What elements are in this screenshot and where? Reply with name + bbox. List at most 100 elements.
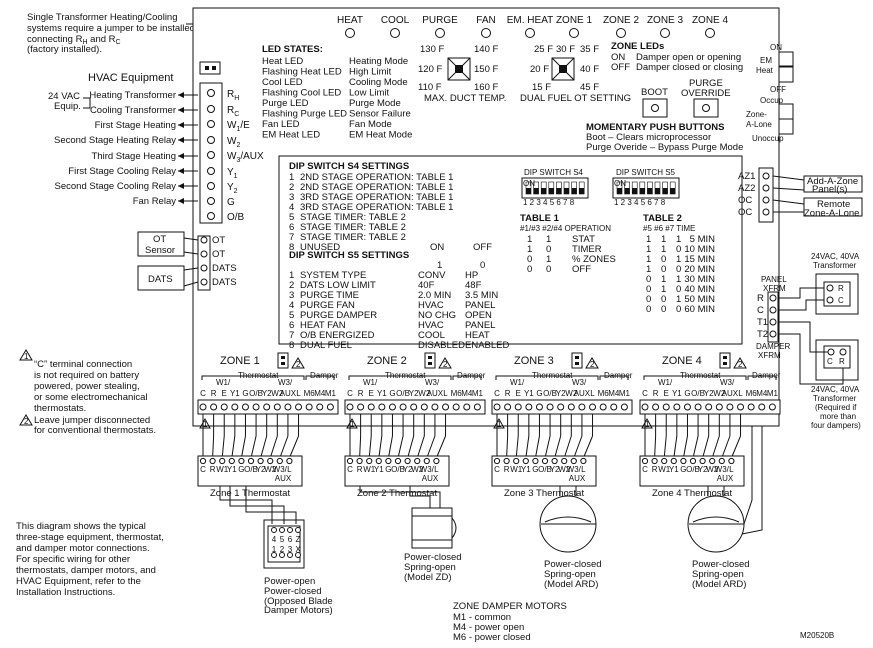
zone-terminal[interactable] bbox=[305, 403, 313, 411]
equipment-terminal[interactable] bbox=[207, 212, 215, 220]
zone-terminal[interactable] bbox=[758, 403, 766, 411]
zone-terminal[interactable] bbox=[737, 403, 745, 411]
svg-text:Remote: Remote bbox=[817, 199, 850, 210]
zone-terminal[interactable] bbox=[210, 403, 218, 411]
equipment-terminal[interactable] bbox=[207, 167, 215, 175]
zone-terminal[interactable] bbox=[316, 403, 324, 411]
zone-terminal[interactable] bbox=[284, 403, 292, 411]
zone-terminal[interactable] bbox=[589, 403, 597, 411]
equipment-terminal[interactable] bbox=[207, 89, 215, 97]
zone-terminal[interactable] bbox=[431, 403, 439, 411]
zone-terminal[interactable] bbox=[747, 403, 755, 411]
max-duct-temp-dial[interactable]: 130 F 140 F 120 F 150 F 110 F 160 F MAX.… bbox=[418, 44, 506, 104]
svg-text:3RD STAGE OPERATION: TABLE 1: 3RD STAGE OPERATION: TABLE 1 bbox=[300, 202, 453, 213]
zone-terminal[interactable] bbox=[694, 403, 702, 411]
zone-terminal[interactable] bbox=[504, 403, 512, 411]
led-label: EM. HEAT bbox=[507, 15, 553, 26]
zone-terminal[interactable] bbox=[241, 403, 249, 411]
dual-fuel-dial[interactable]: 25 F 30 F 35 F 20 F 40 F 15 F 45 F DUAL … bbox=[520, 44, 631, 104]
zone-terminal[interactable] bbox=[273, 403, 281, 411]
max-duct-temp-title: MAX. DUCT TEMP. bbox=[424, 93, 506, 104]
svg-text:R: R bbox=[211, 389, 217, 398]
zone-leds-title: ZONE LEDs bbox=[611, 41, 664, 52]
svg-text:C: C bbox=[347, 465, 353, 474]
sensor-terminal[interactable] bbox=[200, 236, 208, 244]
zone-terminal[interactable] bbox=[768, 403, 776, 411]
zone-terminal[interactable] bbox=[452, 403, 460, 411]
sensor-terminal[interactable] bbox=[200, 250, 208, 258]
right-terminal[interactable] bbox=[762, 196, 770, 204]
zone-a-lone-switch[interactable]: Occup Zone- A-Lone Unoccup bbox=[746, 96, 794, 143]
xfrm-terminal[interactable] bbox=[769, 318, 777, 326]
zone-terminal[interactable] bbox=[610, 403, 618, 411]
em-heat-switch[interactable]: ON EM Heat OFF bbox=[756, 43, 794, 94]
zone-terminal[interactable] bbox=[326, 403, 334, 411]
svg-text:L: L bbox=[287, 465, 292, 474]
zone-terminal[interactable] bbox=[252, 403, 260, 411]
zone-terminal[interactable] bbox=[715, 403, 723, 411]
zone-jumper[interactable] bbox=[424, 352, 436, 369]
zone-terminal[interactable] bbox=[295, 403, 303, 411]
dip-switch-s5[interactable]: DIP SWITCH S5 ON 1 2 3 4 5 6 7 8 bbox=[612, 168, 680, 207]
zone-terminal[interactable] bbox=[442, 403, 450, 411]
right-terminal[interactable] bbox=[762, 184, 770, 192]
zone-terminal[interactable] bbox=[493, 403, 501, 411]
equipment-terminal[interactable] bbox=[207, 182, 215, 190]
zone-terminal[interactable] bbox=[673, 403, 681, 411]
zone-terminal[interactable] bbox=[641, 403, 649, 411]
zone-terminal[interactable] bbox=[726, 403, 734, 411]
zone-terminal[interactable] bbox=[378, 403, 386, 411]
zone-terminal[interactable] bbox=[263, 403, 271, 411]
rh-rc-jumper[interactable] bbox=[199, 61, 221, 75]
zone-terminal[interactable] bbox=[357, 403, 365, 411]
zone-terminal[interactable] bbox=[231, 403, 239, 411]
svg-text:Zone-: Zone- bbox=[746, 110, 767, 119]
equipment-terminal[interactable] bbox=[207, 120, 215, 128]
zone-terminal[interactable] bbox=[578, 403, 586, 411]
svg-text:three-stage equipment, thermos: three-stage equipment, thermostat, bbox=[16, 532, 164, 543]
svg-text:PURGE FAN: PURGE FAN bbox=[300, 300, 355, 311]
right-terminal[interactable] bbox=[762, 208, 770, 216]
zone-jumper[interactable] bbox=[719, 352, 731, 369]
sensor-terminal[interactable] bbox=[200, 264, 208, 272]
right-terminal[interactable] bbox=[762, 172, 770, 180]
xfrm-terminal[interactable] bbox=[769, 294, 777, 302]
zone-jumper[interactable] bbox=[571, 352, 583, 369]
svg-text:3: 3 bbox=[289, 290, 294, 301]
zone-terminal[interactable] bbox=[463, 403, 471, 411]
zone-terminal[interactable] bbox=[199, 403, 207, 411]
zone-terminal[interactable] bbox=[367, 403, 375, 411]
led-mode: EM Heat Mode bbox=[349, 130, 412, 141]
zone-terminal[interactable] bbox=[599, 403, 607, 411]
dual-fuel-title: DUAL FUEL OT SETTING bbox=[520, 93, 631, 104]
sensor-terminal[interactable] bbox=[200, 278, 208, 286]
equipment-terminal[interactable] bbox=[207, 151, 215, 159]
zone-terminal[interactable] bbox=[567, 403, 575, 411]
zone-terminal[interactable] bbox=[535, 403, 543, 411]
zone-terminal[interactable] bbox=[410, 403, 418, 411]
xfrm-terminal[interactable] bbox=[769, 330, 777, 338]
zone-jumper[interactable] bbox=[277, 352, 289, 369]
zone-terminal[interactable] bbox=[388, 403, 396, 411]
zone-terminal[interactable] bbox=[652, 403, 660, 411]
dip-switch-s4[interactable]: DIP SWITCH S4 ON 1 2 3 4 5 6 7 8 bbox=[521, 168, 589, 207]
zone-terminal[interactable] bbox=[514, 403, 522, 411]
zone-terminal[interactable] bbox=[220, 403, 228, 411]
zone-terminal[interactable] bbox=[683, 403, 691, 411]
led-states-title: LED STATES: bbox=[262, 44, 323, 55]
zone-terminal[interactable] bbox=[662, 403, 670, 411]
zone-terminal[interactable] bbox=[705, 403, 713, 411]
zone-terminal[interactable] bbox=[473, 403, 481, 411]
zone-terminal[interactable] bbox=[557, 403, 565, 411]
zone-terminal[interactable] bbox=[546, 403, 554, 411]
equipment-terminal[interactable] bbox=[207, 197, 215, 205]
xfrm-terminal[interactable] bbox=[769, 306, 777, 314]
right-terminal-strip bbox=[758, 167, 774, 223]
zone-terminal[interactable] bbox=[420, 403, 428, 411]
zone-terminal[interactable] bbox=[620, 403, 628, 411]
zone-terminal[interactable] bbox=[346, 403, 354, 411]
zone-terminal[interactable] bbox=[525, 403, 533, 411]
zone-terminal[interactable] bbox=[399, 403, 407, 411]
equipment-terminal[interactable] bbox=[207, 136, 215, 144]
equipment-terminal[interactable] bbox=[207, 105, 215, 113]
